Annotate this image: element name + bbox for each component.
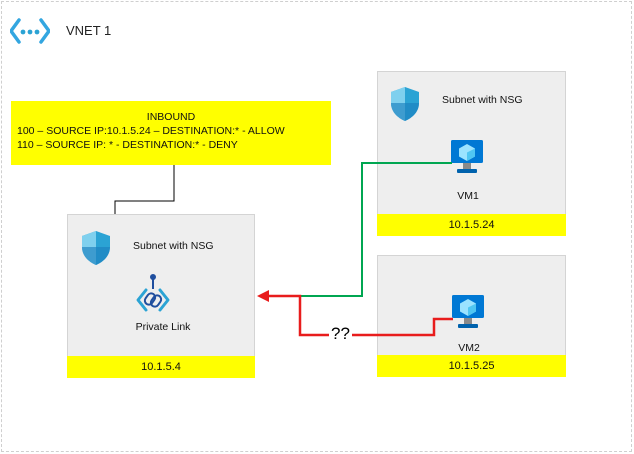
vnet-title: VNET 1 — [66, 23, 112, 38]
subnet-ip: 10.1.5.25 — [377, 355, 566, 377]
inbound-rule-100: 100 – SOURCE IP:10.1.5.24 – DESTINATION:… — [17, 125, 285, 137]
private-link-icon — [136, 274, 170, 312]
vm2-icon — [452, 295, 484, 328]
nsg-shield-icon — [82, 231, 110, 265]
subnet-label: Subnet with NSG — [442, 94, 523, 106]
vnet-icon — [10, 18, 50, 44]
vm1-icon — [451, 140, 483, 173]
subnet-private-link: Subnet with NSG Private Link 10.1.5.4 — [67, 214, 255, 378]
connection-unknown-label: ?? — [329, 324, 352, 344]
subnet-vm2: VM2 10.1.5.25 — [377, 255, 566, 377]
vm2-blocked-path — [268, 294, 453, 337]
subnet-label: Subnet with NSG — [133, 240, 214, 252]
inbound-rule-110: 110 – SOURCE IP: * - DESTINATION:* - DEN… — [17, 139, 238, 151]
vm2-label: VM2 — [458, 342, 480, 354]
subnet-ip: 10.1.5.4 — [67, 356, 255, 378]
subnet-ip: 10.1.5.24 — [377, 214, 566, 236]
subnet-vm1: Subnet with NSG VM1 10.1.5.24 — [377, 71, 566, 236]
vm1-allow-path — [268, 162, 452, 297]
private-link-label: Private Link — [135, 321, 191, 333]
vm1-label: VM1 — [457, 190, 479, 202]
arrow-head — [257, 290, 269, 302]
nsg-shield-icon — [391, 87, 419, 121]
inbound-rules-title: INBOUND — [146, 111, 196, 123]
inbound-rules-box: INBOUND 100 – SOURCE IP:10.1.5.24 – DEST… — [11, 101, 331, 165]
rules-connector — [114, 165, 175, 214]
